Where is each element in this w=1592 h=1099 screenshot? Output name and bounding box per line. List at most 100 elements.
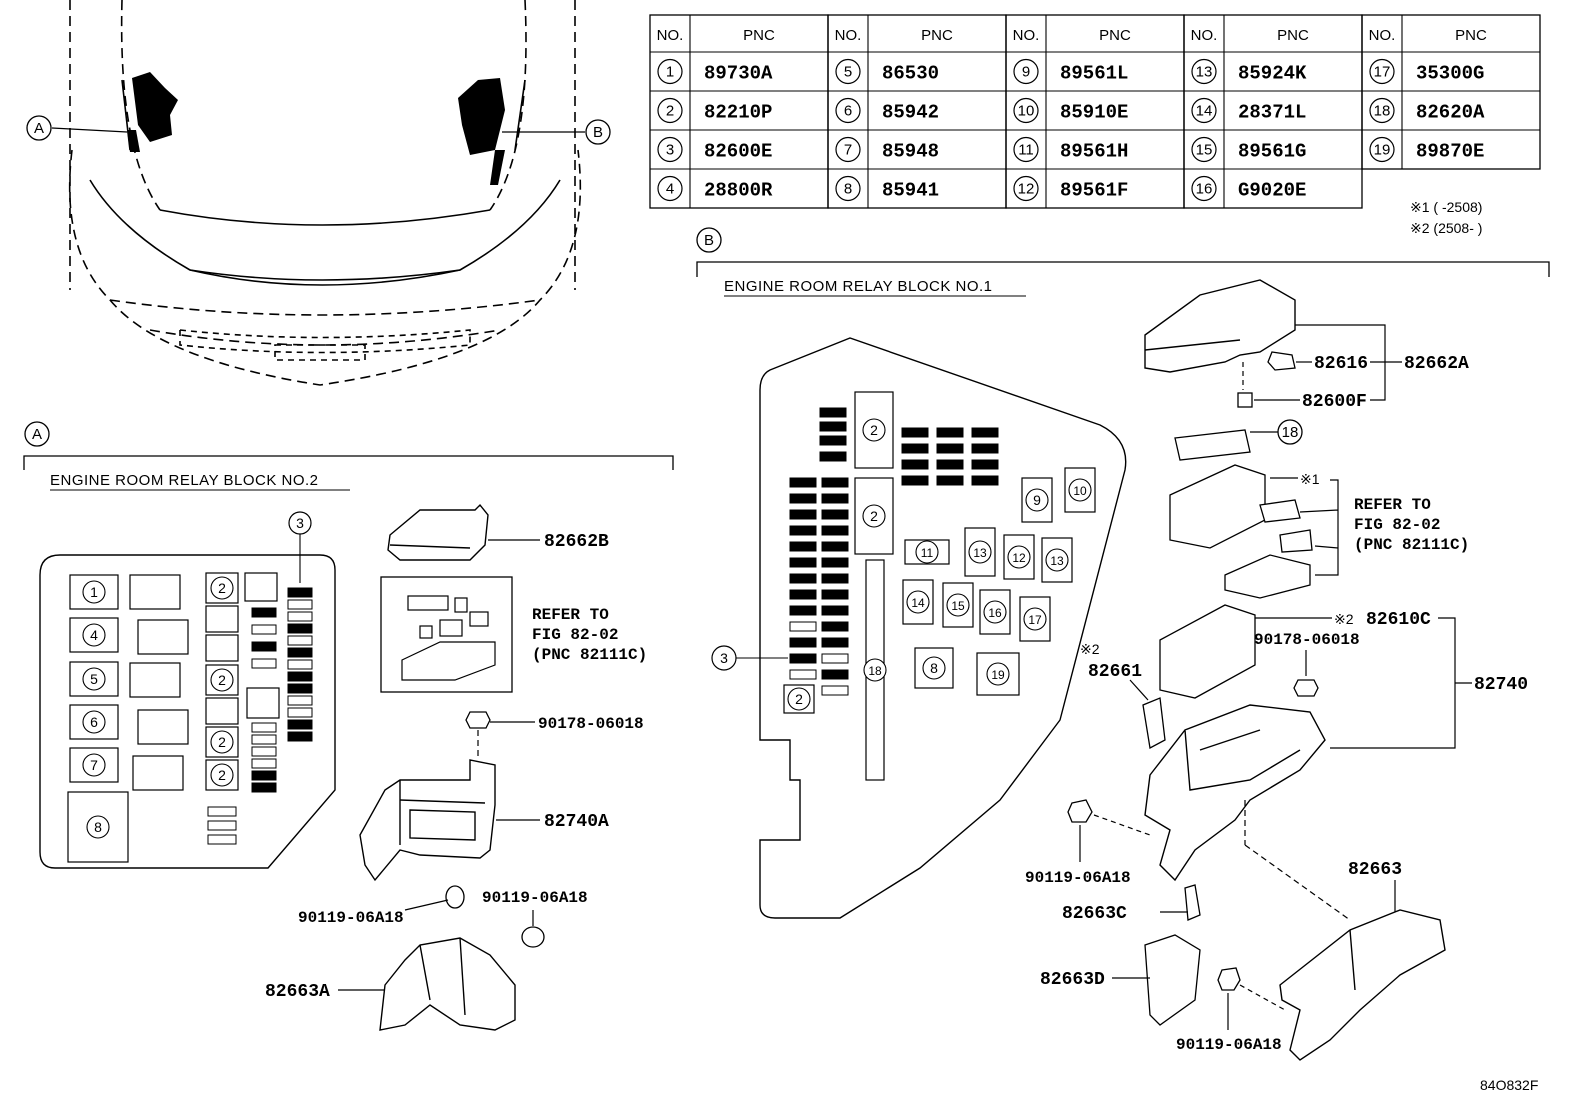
pnc-table-no: 9 xyxy=(1022,64,1030,81)
figure-code: 84O832F xyxy=(1480,1077,1538,1093)
pnc-table-value: 89561F xyxy=(1060,180,1128,202)
pnc-number-circle xyxy=(1191,58,1217,85)
fuse-slot xyxy=(821,509,849,520)
pnc-table-no: 6 xyxy=(844,103,852,120)
fuse-slot xyxy=(936,427,964,438)
fuse-number-label: 13 xyxy=(973,546,987,560)
fuse-number-label: 3 xyxy=(296,515,304,531)
pnc-table-value: 89561G xyxy=(1238,141,1306,163)
fuse-number-label: 13 xyxy=(1050,554,1064,568)
part-90119-06a18-b-bottom: 90119-06A18 xyxy=(1176,1036,1282,1054)
fuse-strip-18-illustration xyxy=(1174,429,1251,461)
fuse-slot xyxy=(901,459,929,470)
fuse-slot xyxy=(287,647,313,658)
pnc-table-value: 82600E xyxy=(704,141,772,163)
fuse-slot xyxy=(251,607,277,618)
refer-to-b-line2: FIG 82-02 xyxy=(1354,516,1440,534)
fuse-slot xyxy=(971,475,999,486)
pnc-table-no: 2 xyxy=(666,103,674,120)
fuse-number-label: 7 xyxy=(90,757,98,773)
fuse-slot xyxy=(819,451,847,462)
fuse-slot xyxy=(971,459,999,470)
fuse-slot xyxy=(821,653,849,664)
fuse-number-label: 3 xyxy=(720,650,728,666)
pnc-number-circle xyxy=(657,97,683,124)
pnc-table-value: 82210P xyxy=(704,102,772,124)
pnc-table-col xyxy=(1361,14,1541,170)
fuse-slot xyxy=(287,671,313,682)
item-18-label: 18 xyxy=(1282,424,1299,441)
fuse-slot xyxy=(971,443,999,454)
pnc-table-value: 82620A xyxy=(1416,102,1485,124)
pnc-number-circle xyxy=(1013,175,1039,202)
fuse-slot xyxy=(251,658,277,669)
pnc-table-header-pnc: PNC xyxy=(1277,27,1309,44)
pnc-table-value: 86530 xyxy=(882,63,939,85)
fuse-number-label: 1 xyxy=(90,584,98,600)
pnc-number-circle xyxy=(1369,136,1395,163)
fuse-set-illustration-a xyxy=(401,595,496,681)
section-b-marker xyxy=(696,227,722,253)
pnc-number-circle xyxy=(1369,97,1395,124)
part-90119-06a18-a-left: 90119-06A18 xyxy=(298,909,404,927)
pnc-table-header-pnc: PNC xyxy=(1099,27,1131,44)
pnc-table-no: 8 xyxy=(844,181,852,198)
part-82616: 82616 xyxy=(1314,354,1368,374)
relay-box xyxy=(129,574,181,610)
section-b-title: ENGINE ROOM RELAY BLOCK NO.1 xyxy=(724,278,993,295)
fuse-slot xyxy=(207,834,237,845)
pnc-number-circle xyxy=(1013,97,1039,124)
bolt-mid-b-icon xyxy=(1067,799,1093,823)
fuse-slot xyxy=(821,477,849,488)
relay-box xyxy=(205,634,239,662)
fuse-slot xyxy=(789,525,817,536)
fuse-slot xyxy=(287,611,313,622)
bolt-top-a-icon xyxy=(465,711,491,729)
fuse-number-label: 2 xyxy=(218,734,226,750)
relay-box xyxy=(129,662,181,698)
pnc-table-header-pnc: PNC xyxy=(921,27,953,44)
fuse-holder-upper-illustration xyxy=(1169,464,1313,599)
pnc-table-value: 28371L xyxy=(1238,102,1306,124)
pnc-table-no: 15 xyxy=(1196,142,1213,159)
fuse-slot xyxy=(287,707,313,718)
fuse-number-label: 8 xyxy=(94,819,102,835)
relay-block-no1-layout xyxy=(759,337,1127,919)
pnc-table-no: 11 xyxy=(1018,142,1034,159)
pnc-table-header-no: NO. xyxy=(657,27,684,44)
fuse-slot xyxy=(789,669,817,680)
fuse-number-label: 5 xyxy=(90,671,98,687)
fuse-slot xyxy=(789,509,817,520)
fuse-slot xyxy=(901,475,929,486)
fuse-number-label: 2 xyxy=(218,580,226,596)
pnc-number-circle xyxy=(1013,136,1039,163)
fuse-slot xyxy=(287,719,313,730)
part-82661: 82661 xyxy=(1088,662,1142,682)
bolt-bottom-b-icon xyxy=(1217,967,1241,991)
part-90119-06a18-b-mid: 90119-06A18 xyxy=(1025,869,1131,887)
note-1: ※1 ( -2508) xyxy=(1410,199,1482,215)
fuse-number-label: 17 xyxy=(1028,613,1042,627)
fuse-slot xyxy=(901,427,929,438)
fuse-slot xyxy=(789,493,817,504)
pnc-table-value: 85942 xyxy=(882,102,939,124)
pnc-table-header-pnc: PNC xyxy=(1455,27,1487,44)
pnc-number-circle xyxy=(1369,58,1395,85)
fuse-slot xyxy=(287,623,313,634)
fuse-slot xyxy=(789,589,817,600)
fuse-number-label: 2 xyxy=(795,691,803,707)
fuse-slot xyxy=(821,525,849,536)
relay-box xyxy=(137,709,189,745)
pnc-table-no: 7 xyxy=(844,142,852,159)
fuse-number-label: 2 xyxy=(870,422,878,438)
fuse-slot xyxy=(936,475,964,486)
section-a-title: ENGINE ROOM RELAY BLOCK NO.2 xyxy=(50,472,319,489)
relay-box xyxy=(244,572,278,602)
section-a-marker-label: A xyxy=(32,426,42,443)
fuse-number-label: 4 xyxy=(90,627,98,643)
bracket-82663a-illustration xyxy=(379,937,516,1031)
fuse-slot xyxy=(287,635,313,646)
fuse-slot xyxy=(251,641,277,652)
pnc-table-no: 19 xyxy=(1374,142,1391,159)
